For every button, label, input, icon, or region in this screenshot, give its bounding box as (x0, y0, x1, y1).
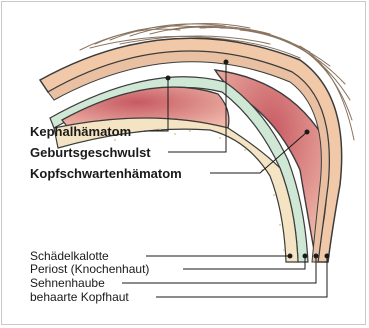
label-behaarte-kopfhaut: behaarte Kopfhaut (30, 291, 129, 303)
label-geburtsgeschwulst: Geburtsgeschwulst (30, 146, 151, 159)
label-periost: Periost (Knochenhaut) (30, 263, 149, 275)
label-sehnenhaube: Sehnenhaube (30, 277, 105, 289)
schaedelkalotte-layer (54, 118, 298, 262)
label-schaedelkalotte: Schädelkalotte (30, 250, 109, 262)
label-kephalhaematom: Kephalhämatom (30, 125, 131, 138)
label-kopfschwartenhaematom: Kopfschwartenhämatom (30, 167, 182, 180)
